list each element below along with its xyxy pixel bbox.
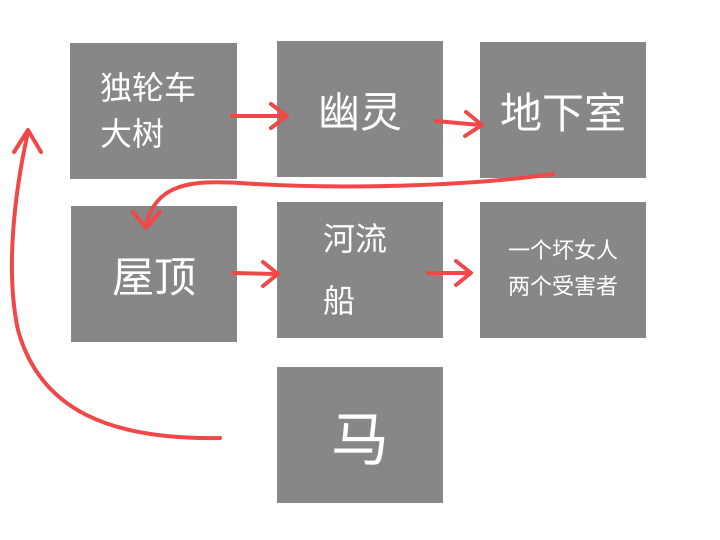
node-6-line-1: 一个坏女人 bbox=[507, 239, 618, 264]
node-6-line-2: 两个受害者 bbox=[507, 275, 618, 300]
node-3-line-1: 地下室 bbox=[499, 88, 626, 138]
node-box-1: 独轮车 大树 bbox=[70, 43, 237, 179]
node-box-5: 河流 船 bbox=[277, 202, 443, 338]
node-box-7: 马 bbox=[277, 367, 443, 503]
node-2-line-1: 幽灵 bbox=[317, 87, 402, 137]
node-box-4: 屋顶 bbox=[71, 206, 237, 342]
node-box-2: 幽灵 bbox=[277, 41, 443, 177]
arrow-4-to-5-head bbox=[261, 260, 280, 288]
arrow-7-to-1-head bbox=[12, 128, 43, 154]
arrow-5-to-6-head bbox=[454, 259, 473, 287]
node-box-3: 地下室 bbox=[480, 42, 646, 178]
node-5-line-1: 河流 bbox=[323, 220, 388, 258]
node-1-line-2: 大树 bbox=[100, 115, 165, 153]
node-5-line-2: 船 bbox=[323, 282, 356, 320]
node-4-line-1: 屋顶 bbox=[111, 252, 196, 302]
node-box-6: 一个坏女人 两个受害者 bbox=[480, 202, 646, 338]
node-1-line-1: 独轮车 bbox=[100, 69, 197, 107]
arrow-4-to-5 bbox=[231, 271, 278, 276]
node-7-line-1: 马 bbox=[330, 406, 389, 474]
